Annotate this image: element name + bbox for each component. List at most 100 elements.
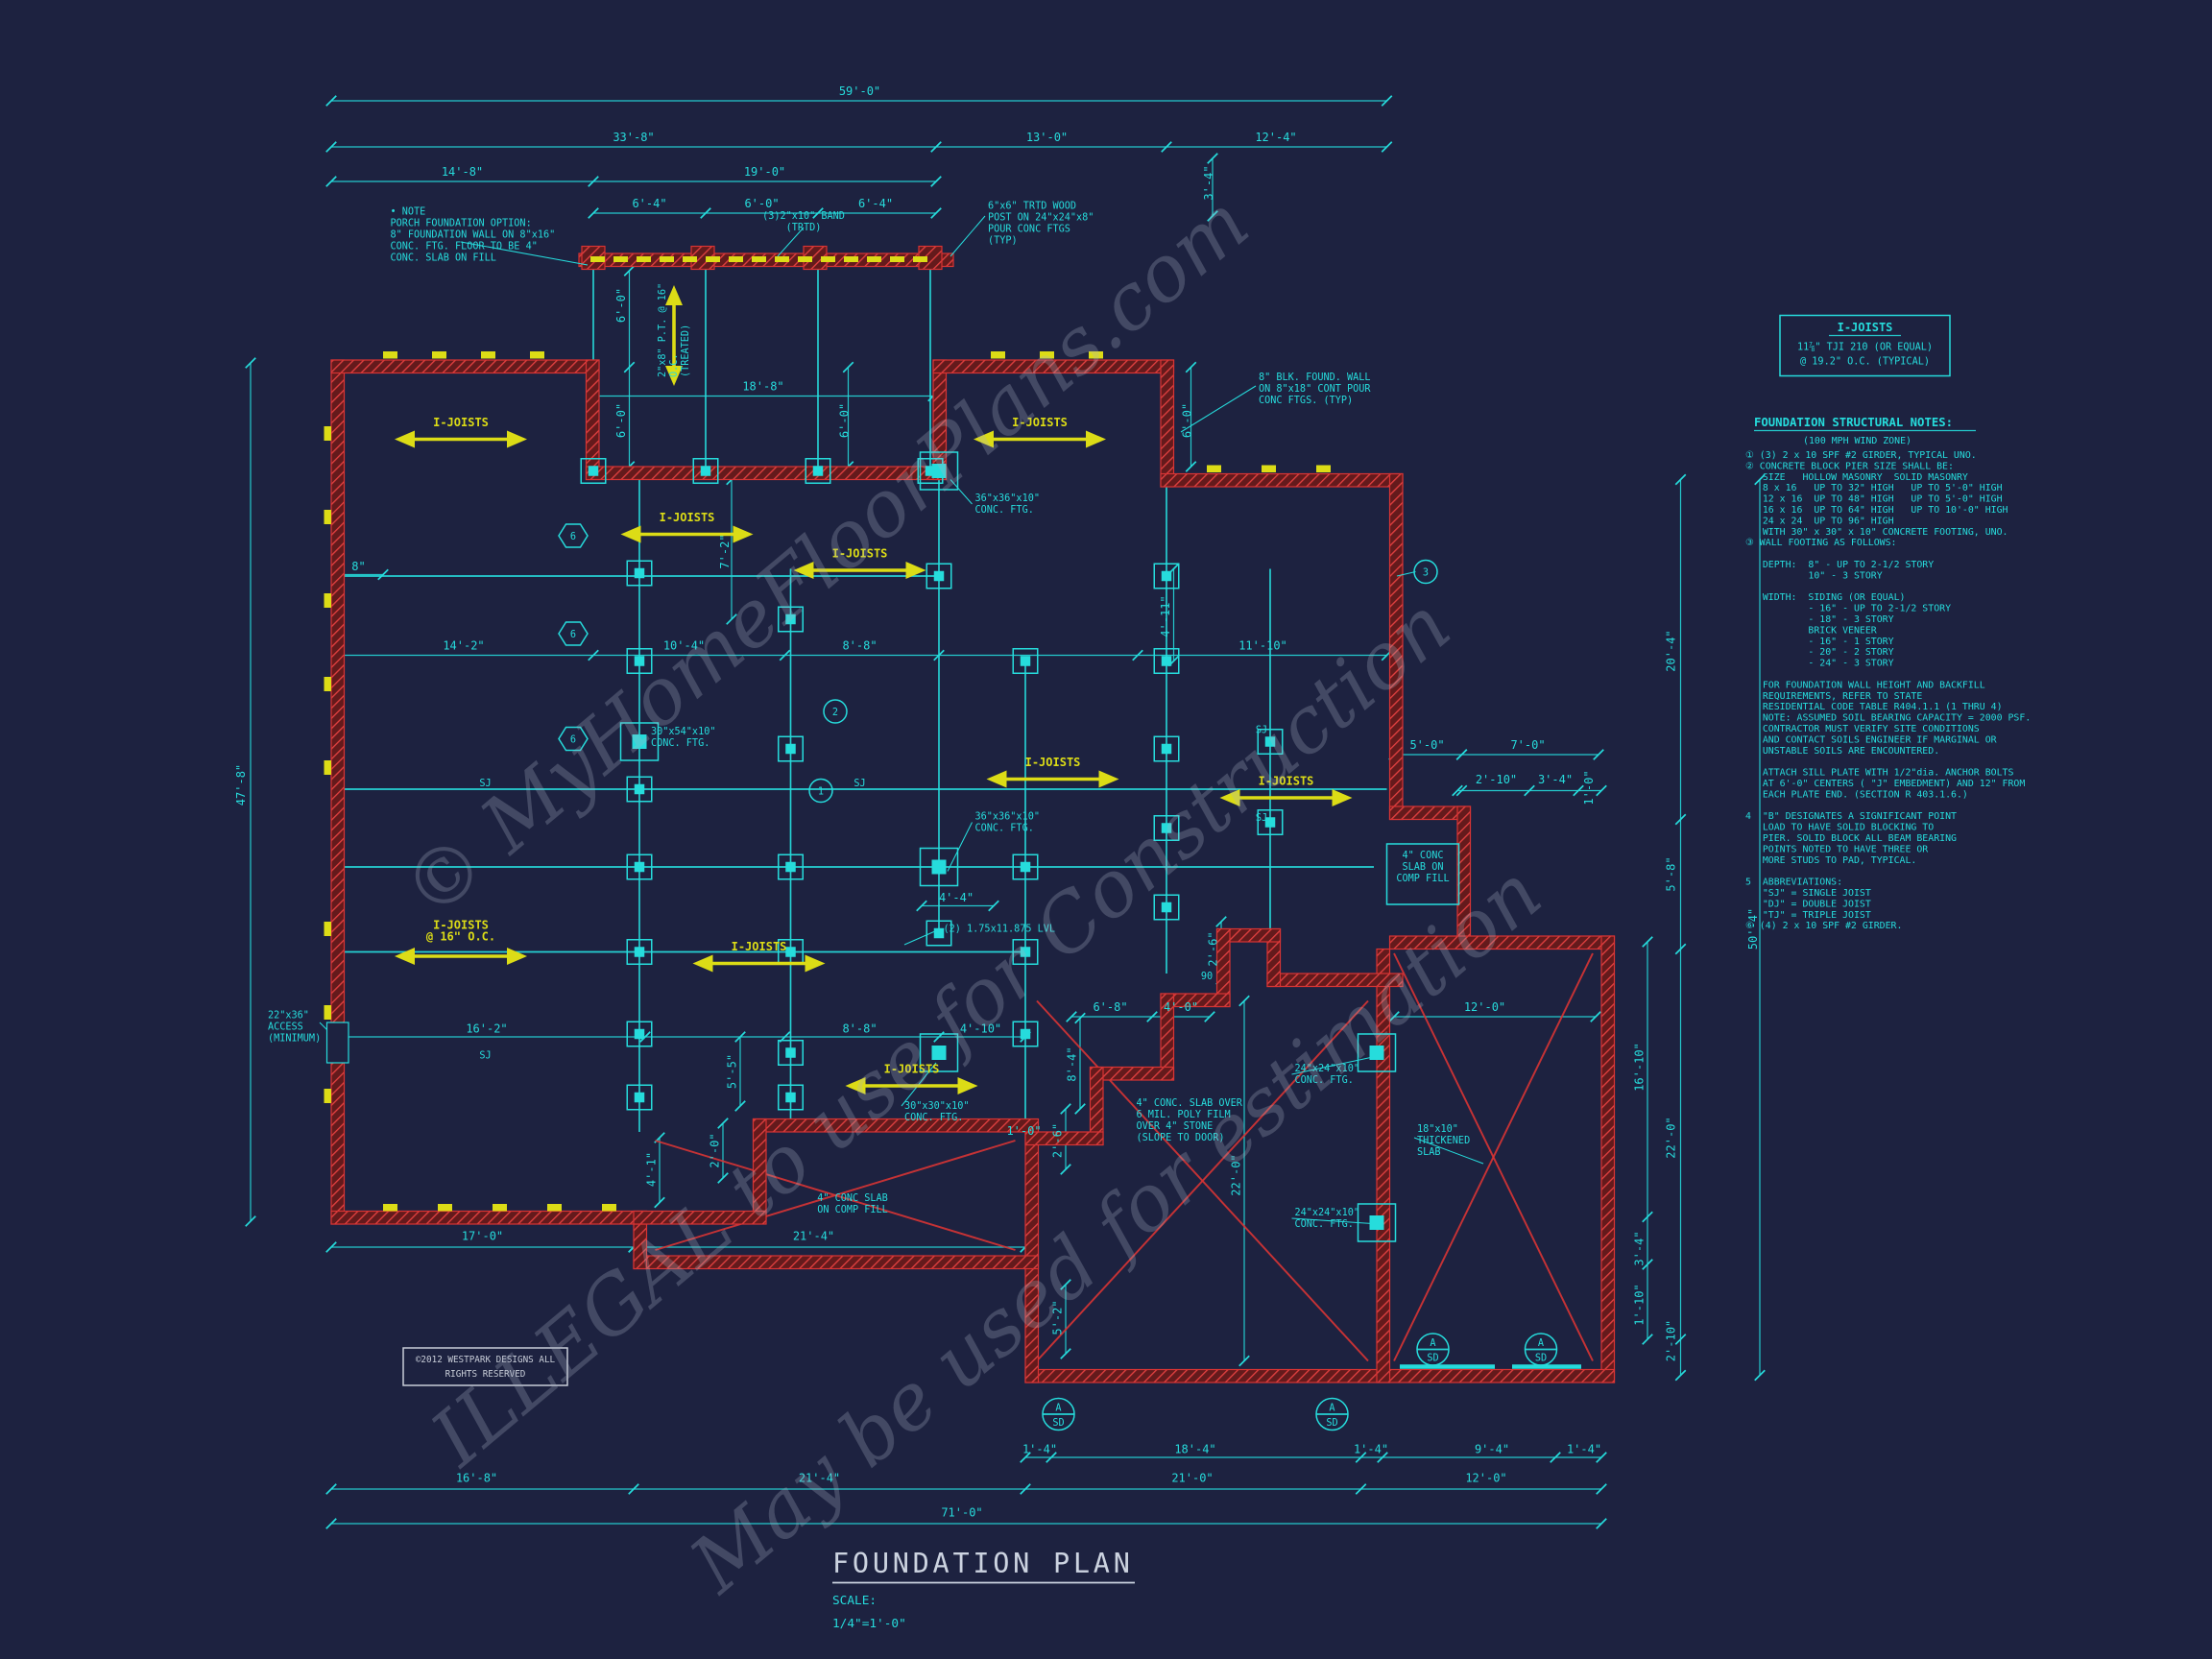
foundation-wall — [330, 359, 600, 374]
dimension-label: 13'-0" — [1026, 131, 1068, 144]
copyright-line1: ©2012 WESTPARK DESIGNS ALL — [416, 1355, 556, 1365]
vent-mark — [637, 256, 651, 262]
dimension-label: 33'-8" — [613, 131, 654, 144]
vent-mark — [821, 256, 835, 262]
structural-note-line: 4 "B" DESIGNATES A SIGNIFICANT POINT — [1745, 811, 1957, 822]
dimension-tick — [1573, 784, 1584, 797]
annotation-label: 36"x36"x10"CONC. FTG. — [975, 493, 1040, 516]
pier — [1161, 902, 1172, 913]
pier-footing — [1012, 854, 1039, 880]
foundation-wall — [585, 359, 600, 481]
dimension-tick — [1381, 95, 1393, 107]
dimension-tick — [1185, 361, 1197, 373]
annotation-label: 36"x36"x10"CONC. FTG. — [975, 812, 1040, 834]
dimension-tick — [930, 207, 942, 219]
dimension-label: 16'-10" — [1633, 1043, 1647, 1092]
pier-footing — [778, 1084, 804, 1111]
pier — [634, 656, 645, 666]
vent-mark — [991, 351, 1005, 359]
vent-mark — [530, 351, 544, 359]
dimension-tick — [700, 207, 711, 219]
annotation-label: (3)2"x10" BAND(TRTD) — [762, 211, 845, 233]
dimension-tick — [639, 1031, 651, 1043]
dimension-tick — [325, 1241, 337, 1253]
pier — [634, 1028, 645, 1040]
pier — [785, 1047, 796, 1058]
joist-arrowhead — [1332, 789, 1353, 806]
dimension-label: 1'-4" — [1022, 1443, 1057, 1456]
pier-footing — [626, 560, 653, 587]
dimension-tick — [1066, 1011, 1077, 1022]
title-block: FOUNDATION PLAN SCALE: 1/4"=1'-0" — [832, 1548, 1135, 1631]
pier — [785, 743, 796, 755]
joist-arrowhead — [395, 430, 415, 448]
leader-line — [460, 241, 589, 266]
copyright-border — [402, 1347, 568, 1386]
pier — [785, 1092, 796, 1103]
structural-note-line: PIER. SOLID BLOCK ALL BEAM BEARING — [1745, 833, 1957, 844]
dimension-label: 3'-4" — [1538, 773, 1573, 786]
ijoist-box-line2: @ 19.2" O.C. (TYPICAL) — [1800, 357, 1930, 368]
keynote-number: 3 — [1423, 567, 1429, 578]
ijoist-box-line1: 11⅞" TJI 210 (OR EQUAL) — [1797, 342, 1933, 353]
structural-note-line: 10" - 3 STORY — [1745, 570, 1883, 581]
dimension-label: 12'-0" — [1464, 1000, 1505, 1014]
vent-mark — [890, 256, 904, 262]
dimension-tick — [1161, 141, 1172, 153]
dimension-tick — [1060, 1103, 1071, 1115]
dimension-tick — [1060, 1348, 1071, 1359]
dimension-label: 17'-0" — [462, 1230, 503, 1243]
dimension-tick — [1355, 1483, 1367, 1495]
dimension-tick — [1204, 1011, 1215, 1022]
keynote-hexagon — [558, 726, 589, 752]
vent-mark — [1089, 351, 1103, 359]
dimension-label: 6'-0" — [744, 197, 779, 210]
joist-label: I-JOISTS — [1025, 756, 1081, 769]
dimension-tick — [1452, 784, 1463, 797]
dimension-tick — [1674, 1369, 1687, 1382]
structural-note-line: CONTRACTOR MUST VERIFY SITE CONDITIONS — [1745, 724, 1980, 734]
dimension-tick — [1455, 784, 1468, 797]
dimension-label: 5'-8" — [1665, 856, 1678, 891]
keynote-number: 6 — [570, 630, 576, 640]
annotation-label: 2"x8" P.T. @ 16"O.C.(TREATED) — [658, 283, 691, 377]
dimension-label: 21'-4" — [799, 1472, 840, 1485]
vent-mark — [438, 1204, 452, 1212]
section-marker-letter: A — [1055, 1403, 1061, 1413]
vent-mark — [683, 256, 697, 262]
joist-label: I-JOISTS — [1259, 775, 1314, 788]
pier-footing — [778, 1040, 804, 1066]
structural-note-line: MORE STUDS TO PAD, TYPICAL. — [1745, 855, 1916, 866]
pier-footing — [626, 1084, 653, 1111]
dimension-tick — [1642, 1259, 1653, 1270]
dimension-tick — [1642, 1334, 1653, 1345]
pier — [1161, 823, 1172, 833]
vent-mark — [324, 922, 331, 936]
pier — [632, 734, 647, 749]
large-footing — [919, 1033, 959, 1072]
vent-mark — [660, 256, 674, 262]
vent-mark — [613, 256, 628, 262]
dimension-tick — [1455, 749, 1468, 760]
vent-marks-layer — [324, 256, 1331, 1212]
pier-footing — [926, 563, 952, 589]
joist-label: I-JOISTS — [884, 1063, 940, 1076]
dimension-label: 11'-10" — [1238, 639, 1287, 653]
dimension-label: 6'-4" — [858, 197, 893, 210]
structural-note-line: LOAD TO HAVE SOLID BLOCKING TO — [1745, 823, 1934, 833]
pier — [785, 947, 796, 957]
pier-footing — [626, 939, 653, 965]
structural-note-line: EACH PLATE END. (SECTION R 403.1.6.) — [1745, 789, 1968, 800]
pier-footing — [1153, 563, 1180, 589]
section-marker-letter: A — [1329, 1403, 1334, 1413]
dimension-tick — [1642, 936, 1653, 948]
pier-footing — [778, 854, 804, 880]
ijoist-spec-box: I-JOISTS 11⅞" TJI 210 (OR EQUAL) @ 19.2"… — [1779, 314, 1951, 377]
slab-callout-box — [1385, 843, 1460, 905]
joist-arrowhead — [665, 285, 683, 305]
annotation-label: SJ — [1256, 726, 1267, 736]
pier — [925, 466, 936, 476]
